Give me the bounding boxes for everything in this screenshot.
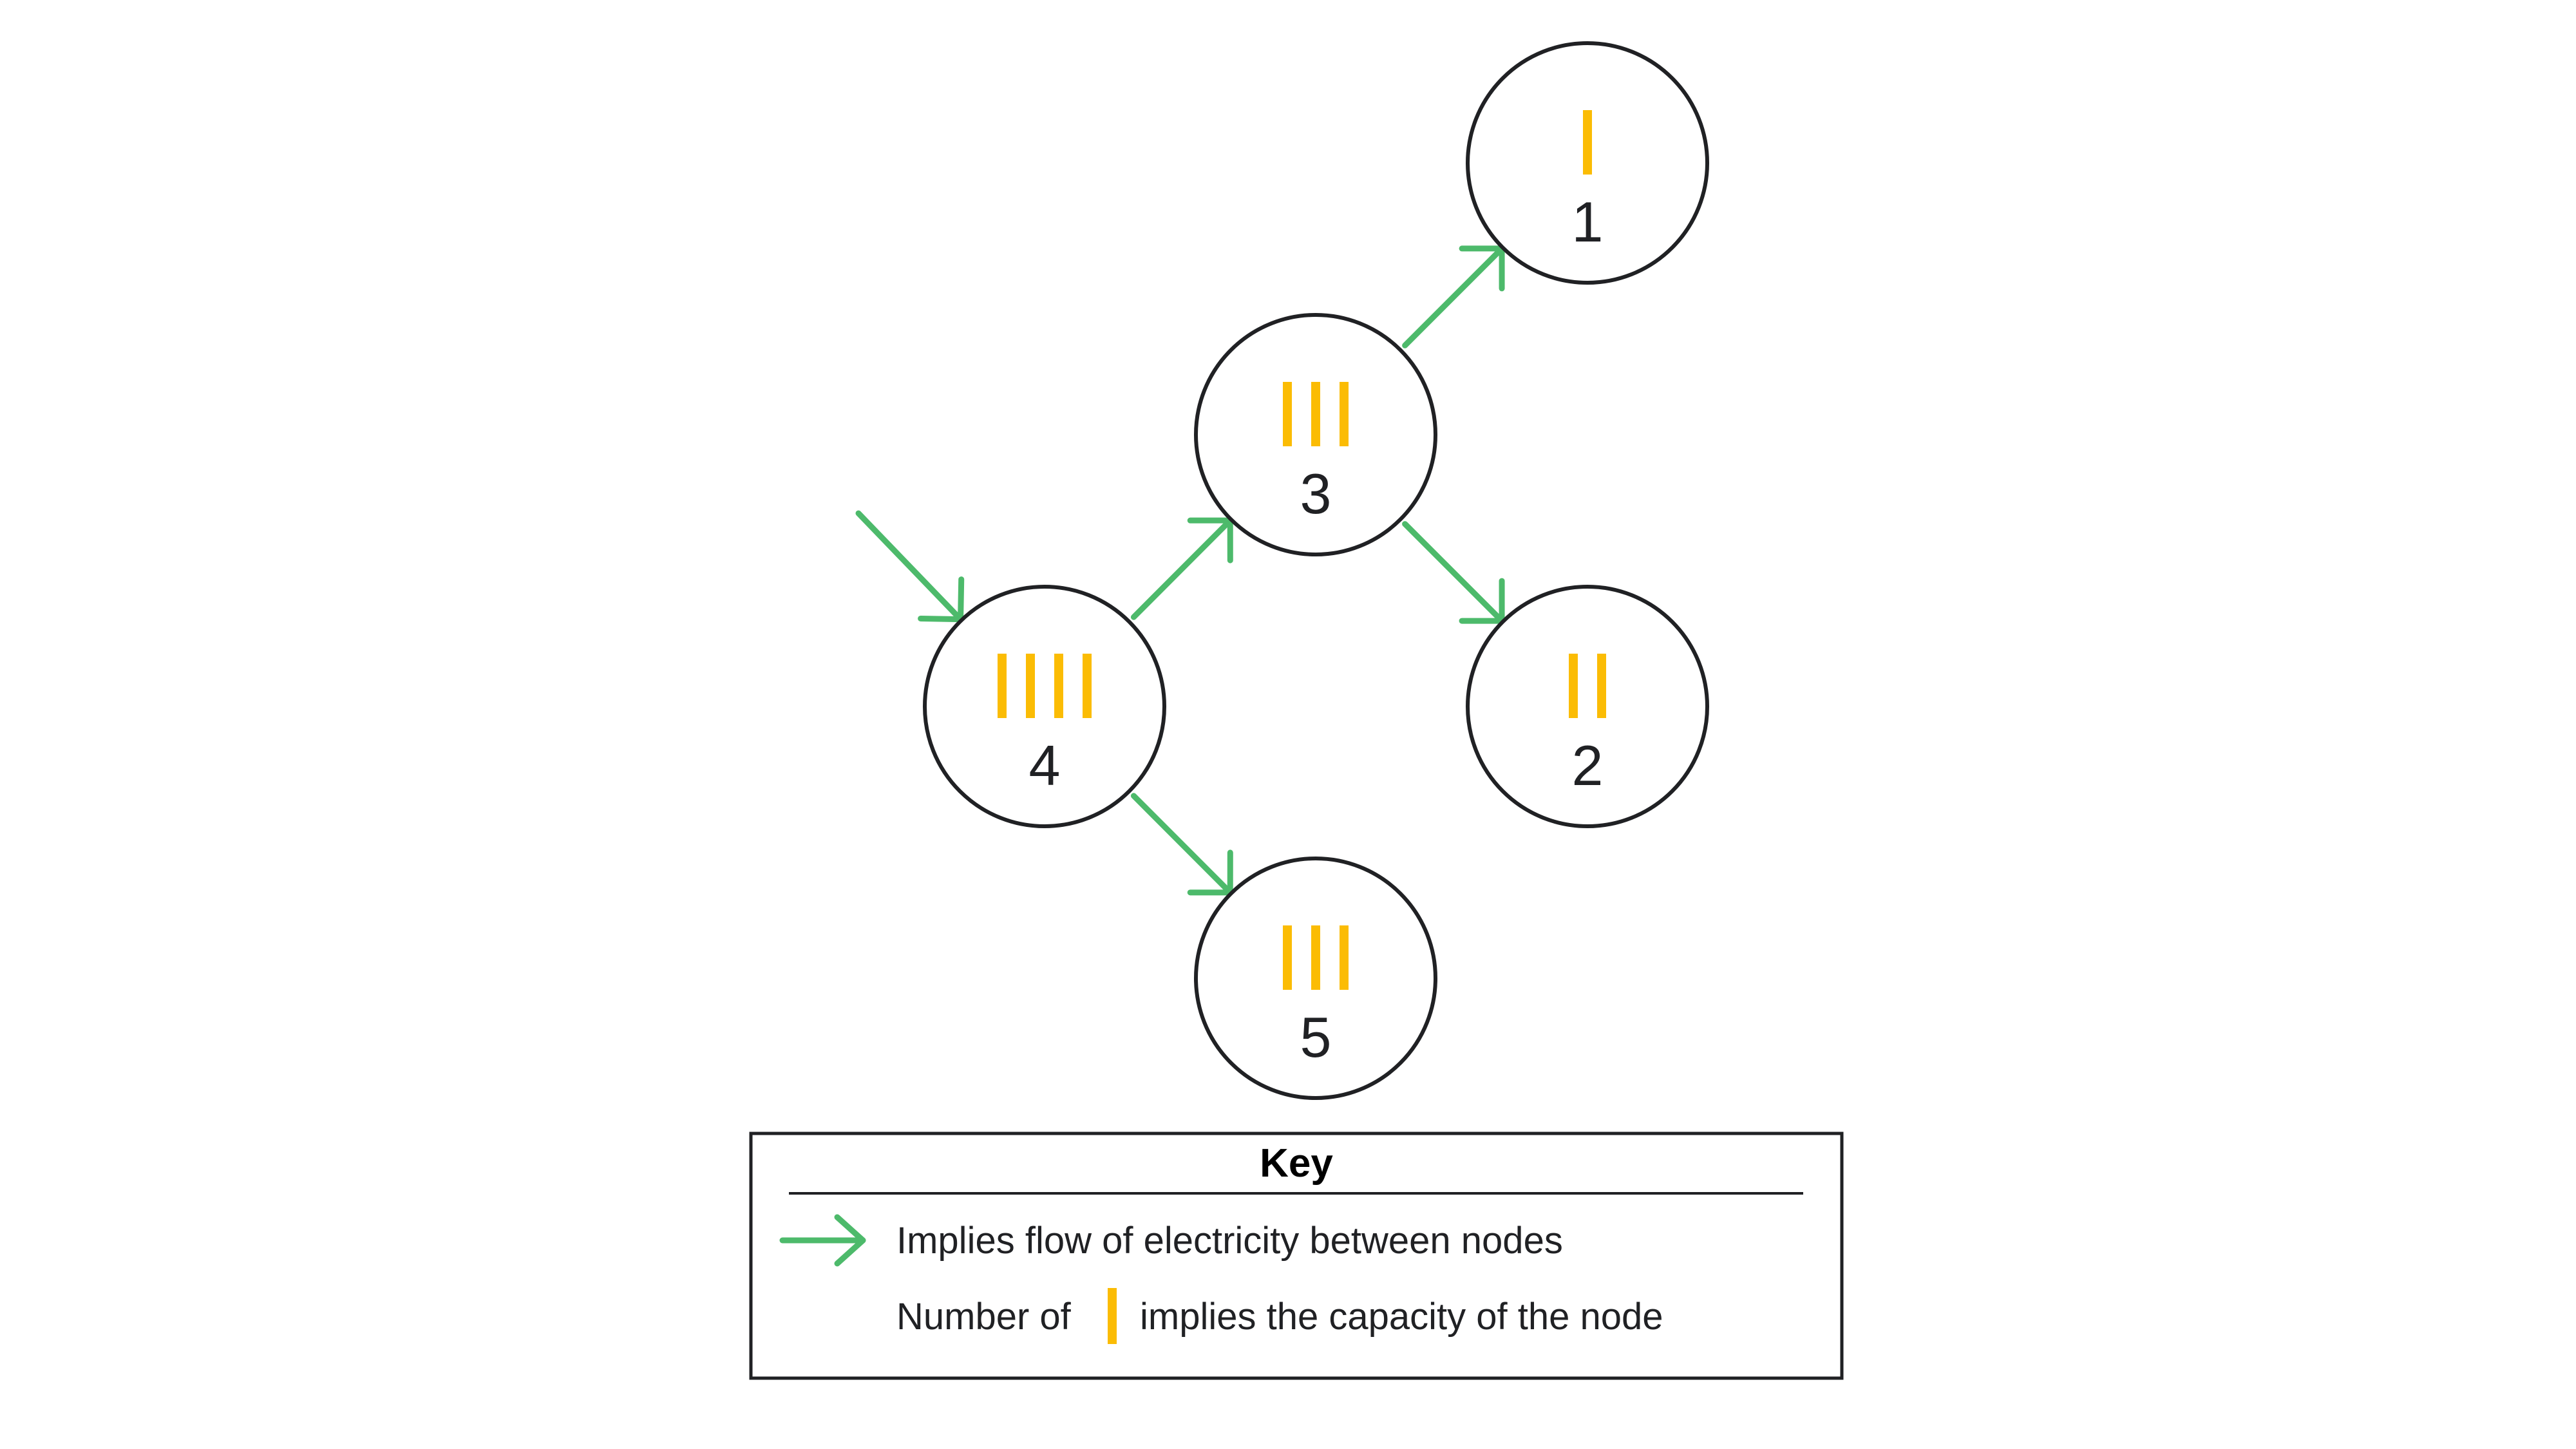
edge-input-to-4 bbox=[855, 510, 965, 623]
edge-4-to-5 bbox=[1130, 793, 1233, 896]
edge-line bbox=[1130, 793, 1233, 896]
node-label: 1 bbox=[1572, 190, 1604, 254]
key-capacity-prefix: Number of bbox=[896, 1296, 1072, 1338]
edge-3-to-2 bbox=[1402, 521, 1505, 624]
node-label: 4 bbox=[1029, 734, 1061, 797]
node-circle bbox=[1466, 585, 1709, 828]
key-flow-text: Implies flow of electricity between node… bbox=[896, 1220, 1563, 1262]
node-label: 2 bbox=[1572, 734, 1604, 797]
key-legend: Key Implies flow of electricity between … bbox=[749, 1132, 1844, 1380]
node-4: 4 bbox=[923, 585, 1166, 828]
key-capacity-suffix: implies the capacity of the node bbox=[1140, 1296, 1663, 1338]
flow-arrow-icon bbox=[779, 1214, 866, 1267]
key-title: Key bbox=[1260, 1141, 1333, 1186]
node-5: 5 bbox=[1194, 857, 1437, 1100]
edge-4-to-3 bbox=[1130, 517, 1233, 620]
key-box bbox=[749, 1132, 1844, 1380]
node-3: 3 bbox=[1194, 313, 1437, 556]
edge-line bbox=[855, 510, 964, 623]
node-1: 1 bbox=[1466, 41, 1709, 285]
edge-3-to-1 bbox=[1402, 245, 1505, 348]
nodes: 1 2 3 4 5 bbox=[923, 41, 1709, 1100]
node-2: 2 bbox=[1466, 585, 1709, 828]
node-label: 5 bbox=[1300, 1005, 1332, 1069]
edge-line bbox=[1402, 521, 1505, 624]
edge-line bbox=[1130, 517, 1233, 620]
node-label: 3 bbox=[1300, 462, 1332, 526]
edge-line bbox=[1402, 245, 1505, 348]
node-circle bbox=[923, 585, 1166, 828]
edges bbox=[855, 245, 1505, 896]
